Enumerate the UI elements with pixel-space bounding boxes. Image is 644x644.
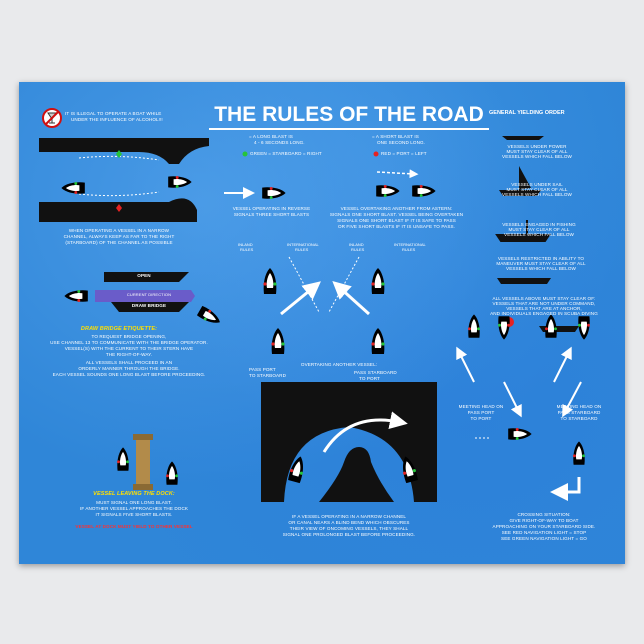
narrow-channel-diagram [39,138,209,222]
yield-level-3-a: VESSELS ENGAGED IN FISHING [502,222,576,227]
yield-level-1-a: VESSELS UNDER POWER [507,144,567,149]
blind-bend-diagram [261,382,437,502]
yield-level-2-b: MUST STAY CLEAR OF ALL [506,187,568,192]
crossing-line-3: SEE RED NAVIGATION LIGHT = STOP [501,530,587,535]
yield-level-1-c: VESSELS WHICH FALL BELOW [502,154,572,159]
draw-bridge-label: DRAW BRIDGE [131,303,167,308]
overtaking-astern-3: SIGNALS ONE SHORT BLAST IF IT IS SAFE TO… [337,218,456,223]
meeting-port-3: TO PORT [470,416,492,421]
yield-level-5-c: VESSELS THAT ARE AT ANCHOR, [506,306,582,311]
legend-short-blast-1: = A SHORT BLAST IS [372,134,419,139]
intl-rules-label-b-1: INTERNATIONAL [394,242,426,247]
yield-level-5-d: AND INDIVIDUALS ENGAGED IN SCUBA DIVING [490,311,598,316]
narrow-channel-1: WHEN OPERATING A VESSEL IN A NARROW [68,228,170,233]
legend-short-blast-2: ONE SECOND LONG. [377,140,426,145]
crossing-line-4: SEE GREEN NAVIGATION LIGHT = GO [501,536,587,541]
intl-rules-label-b-2: RULES [402,247,416,252]
meeting-starboard-2: PASS STARBOARD [557,410,601,415]
bridge-line-4: THE RIGHT-OF-WAY. [105,352,153,357]
blind-bend-2: OR CANAL NEARS A BLIND BEND WHICH OBSCUR… [288,520,410,525]
bridge-line-5: ALL VESSELS SHALL PROCEED IN AN [85,360,173,365]
pass-port-1: PASS PORT [249,367,276,372]
crossing-heading: CROSSING SITUATION: [517,512,571,517]
narrow-channel-2: CHANNEL, ALWAYS KEEP AS FAR TO THE RIGHT [63,234,175,239]
poster-artwork [39,108,590,502]
narrow-channel-3: (STARBOARD) OF THE CHANNEL AS POSSIBLE [65,240,173,245]
pass-starboard-2: TO PORT [359,376,380,381]
dock-line-1: MUST SIGNAL ONE LONG BLAST. [96,500,172,505]
yield-level-4-c: VESSELS WHICH FALL BELOW [506,266,576,271]
rules-of-the-road-poster: THE RULES OF THE ROAD IT IS ILLEGAL TO O… [19,82,625,564]
bridge-open-label: OPEN [137,273,151,278]
legend-long-blast-1: = A LONG BLAST IS [249,134,293,139]
meeting-starboard-3: TO STARBOARD [560,416,598,421]
legend-red: RED = PORT = LEFT [381,151,427,156]
yield-level-4-a: VESSELS RESTRICTED IN ABILITY TO [497,256,585,261]
overtaking-title: OVERTAKING ANOTHER VESSEL: [300,362,378,367]
inland-rules-label-1: INLAND [238,242,253,247]
current-direction-label: CURRENT DIRECTION [126,292,172,297]
inland-rules-label-2: RULES [240,247,254,252]
yield-level-2-a: VESSELS UNDER SAIL [511,182,563,187]
yielding-heading: GENERAL YIELDING ORDER [489,110,565,116]
crossing-line-1: GIVE RIGHT-OF-WAY TO BOAT [509,518,579,523]
dock-heading: VESSEL LEAVING THE DOCK: [93,491,175,497]
alcohol-notice-line-2: UNDER THE INFLUENCE OF ALCOHOL!!! [71,117,163,122]
crossing-line-2: APPROACHING ON YOUR STARBOARD SIDE. [492,524,596,529]
blind-bend-1: IF A VESSEL OPERATING IN A NARROW CHANNE… [291,514,407,519]
bridge-line-2: USE CHANNEL 13 TO COMMUNICATE WITH THE B… [50,340,208,345]
yield-level-5-b: VESSELS THAT ARE NOT UNDER COMMAND, [492,301,596,306]
dock-diagram [117,434,178,490]
dock-warning: VESSEL AT DOCK MUST YIELD TO OTHER VESSE… [75,524,193,529]
alcohol-notice-line-1: IT IS ILLEGAL TO OPERATE A BOAT WHILE [65,111,162,116]
blind-bend-4: SIGNAL ONE PROLONGED BLAST BEFORE PROCEE… [282,532,416,537]
overtaking-astern-4: OR FIVE SHORT BLASTS IF IT IS UNSAFE TO … [337,224,456,229]
yielding-order-diagram [495,136,579,332]
yield-level-3-b: MUST STAY CLEAR OF ALL [508,227,570,232]
overtaking-astern-1: VESSEL OVERTAKING ANOTHER FROM ASTERN: [340,206,453,211]
intl-rules-label-1: INTERNATIONAL [287,242,319,247]
yield-level-5-a: ALL VESSELS ABOVE MUST STAY CLEAR OF: [492,296,596,301]
draw-bridge-diagram [64,272,223,328]
legend-green: GREEN = STARBOARD = RIGHT [250,151,322,156]
inland-rules-label-b-2: RULES [351,247,365,252]
meeting-starboard-1: MEETING HEAD ON [556,404,602,409]
overtaking-astern-2: SIGNALS ONE SHORT BLAST. VESSEL BEING OV… [329,212,464,217]
bridge-line-3: VESSEL(S) WITH THE CURRENT TO THEIR STER… [64,346,194,351]
inland-rules-label-b-1: INLAND [349,242,364,247]
meeting-port-1: MEETING HEAD ON [458,404,504,409]
bridge-line-7: EACH VESSEL SOUNDS ONE LONG BLAST BEFORE… [52,372,206,377]
yield-level-4-b: MANEUVER MUST STAY CLEAR OF ALL [496,261,586,266]
reverse-2: SIGNALS THREE SHORT BLASTS [233,212,310,217]
yield-level-1-b: MUST STAY CLEAR OF ALL [506,149,568,154]
bridge-etiquette-heading: DRAW BRIDGE ETIQUETTE: [80,326,158,332]
yield-level-2-c: VESSELS WHICH FALL BELOW [502,192,572,197]
blind-bend-3: THEIR VIEW OF ONCOMING VESSELS, THEY SHA… [289,526,409,531]
reverse-1: VESSEL OPERATING IN REVERSE [232,206,311,211]
poster-title: THE RULES OF THE ROAD [209,102,489,130]
legend-long-blast-2: 4 - 6 SECONDS LONG. [254,140,305,145]
meeting-port-2: PASS PORT [467,410,495,415]
intl-rules-label-2: RULES [295,247,309,252]
bridge-line-6: ORDERLY MANNER THROUGH THE BRIDGE. [78,366,180,371]
dock-line-2: IF ANOTHER VESSEL APPROACHES THE DOCK [79,506,189,511]
no-alcohol-icon [42,108,62,128]
dock-line-3: IT SIGNALS FIVE SHORT BLASTS. [95,512,173,517]
pass-port-2: TO STARBOARD [249,373,287,378]
bridge-line-1: TO REQUEST BRIDGE OPENING, [91,334,167,339]
yield-level-3-c: VESSELS WHICH FALL BELOW [504,232,574,237]
pass-starboard-1: PASS STARBOARD [354,370,397,375]
